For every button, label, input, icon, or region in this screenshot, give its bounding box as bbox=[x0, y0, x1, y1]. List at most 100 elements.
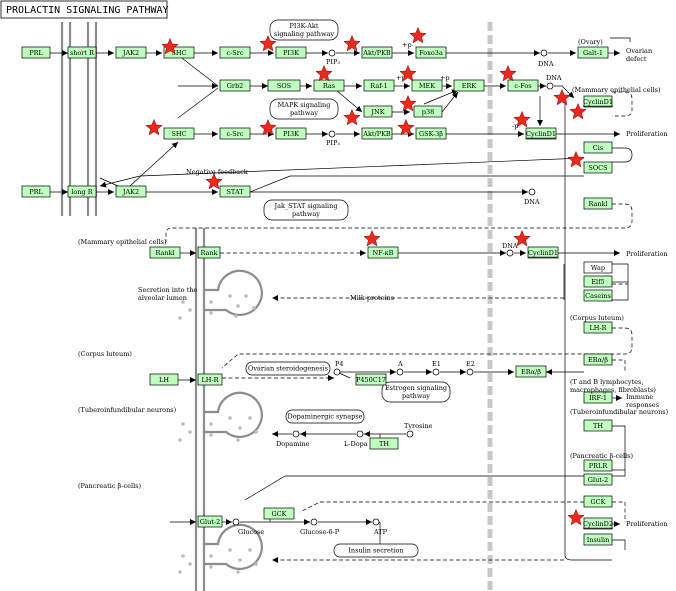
gene-prlr[interactable]: PRLR bbox=[583, 459, 613, 472]
gene-ras[interactable]: Ras bbox=[313, 79, 345, 92]
gene-csrc2[interactable]: c-Src bbox=[219, 127, 251, 140]
gene-label: Foxo3a bbox=[419, 49, 443, 57]
label-tyrosine: Tyrosine bbox=[404, 422, 433, 430]
gene-lhr[interactable]: LH-R bbox=[197, 373, 223, 386]
gene-label: MEK bbox=[419, 82, 435, 90]
gene-elf5[interactable]: Elf5 bbox=[583, 275, 613, 288]
gene-insulin[interactable]: Insulin bbox=[583, 533, 613, 546]
label-proliferation: Proliferation bbox=[626, 130, 668, 138]
gene-lh[interactable]: LH bbox=[149, 373, 179, 386]
gene-label: STAT bbox=[226, 188, 244, 196]
red-star-icon bbox=[399, 94, 417, 112]
gene-pi3k2[interactable]: PI3K bbox=[275, 127, 307, 140]
gene-csrc1[interactable]: c-Src bbox=[219, 46, 251, 59]
pathway-link-mapk[interactable]: MAPK signaling pathway bbox=[269, 98, 339, 120]
gene-wap[interactable]: Wap bbox=[583, 261, 613, 274]
cell-membranes bbox=[60, 22, 206, 591]
gene-label: c-Fos bbox=[514, 82, 531, 90]
gene-irf1[interactable]: IRF-1 bbox=[583, 391, 613, 404]
gene-cis[interactable]: Cis bbox=[583, 141, 613, 154]
pathway-link-jak-stat[interactable]: Jak_STAT signaling pathway bbox=[263, 199, 349, 221]
gene-th[interactable]: TH bbox=[369, 437, 399, 450]
gene-sos[interactable]: SOS bbox=[267, 79, 301, 92]
gene-gck-r[interactable]: GCK bbox=[583, 495, 613, 508]
gene-era[interactable]: ERα/β bbox=[515, 365, 547, 378]
gene-akt1[interactable]: Akt/PKB bbox=[361, 46, 393, 59]
gene-label: long R bbox=[71, 188, 93, 196]
pathway-link-estrogen[interactable]: Estrogen signaling pathway bbox=[381, 381, 451, 403]
red-star-icon bbox=[513, 229, 531, 247]
gene-cyclind2[interactable]: CyclinD2 bbox=[583, 517, 613, 530]
label-mammary-cells: (Mammary epithelial cells) bbox=[572, 86, 661, 94]
label-dopamine: Dopamine bbox=[276, 440, 310, 448]
gene-rankl[interactable]: Rankl bbox=[149, 246, 181, 259]
gene-label: Akt/PKB bbox=[362, 130, 391, 138]
gene-caseins[interactable]: Caseins bbox=[583, 289, 613, 302]
gene-label: CyclinD1 bbox=[526, 130, 556, 138]
gene-long-r[interactable]: long R bbox=[67, 185, 97, 198]
gene-lhr-r[interactable]: LH-R bbox=[583, 321, 613, 334]
gene-shc1[interactable]: SHC bbox=[163, 46, 195, 59]
gene-label: CyclinD1 bbox=[583, 98, 613, 106]
label-dephosphorylation: -p bbox=[512, 122, 518, 130]
highlight-stars bbox=[145, 26, 587, 526]
diagram-title-text: PROLACTIN SIGNALING PATHWAY bbox=[6, 5, 169, 16]
gene-jnk[interactable]: JNK bbox=[363, 105, 393, 118]
pathway-links: PI3K-Akt signaling pathway MAPK signalin… bbox=[245, 19, 451, 558]
right-side-brackets bbox=[165, 37, 633, 561]
gene-akt2[interactable]: Akt/PKB bbox=[361, 127, 393, 140]
gene-galt1[interactable]: Galt-1 bbox=[577, 46, 609, 59]
pathway-link-dopaminergic[interactable]: Dopaminergic synapse bbox=[285, 409, 365, 424]
gene-jak2-2[interactable]: JAK2 bbox=[115, 185, 147, 198]
gene-cyclind1-b[interactable]: CyclinD1 bbox=[525, 127, 557, 140]
label-negative-feedback: Negative feedback bbox=[186, 168, 248, 176]
gene-cyclind1-a[interactable]: CyclinD1 bbox=[583, 95, 613, 108]
pathway-link-insulin-secretion[interactable]: Insulin secretion bbox=[333, 543, 419, 558]
red-star-icon bbox=[553, 88, 571, 106]
gene-cyclind1-c[interactable]: CyclinD1 bbox=[527, 246, 559, 259]
gene-grb2[interactable]: Grb2 bbox=[219, 79, 251, 92]
gene-p450c17[interactable]: P450C17 bbox=[355, 373, 387, 386]
gene-foxo3a[interactable]: Foxo3a bbox=[415, 46, 447, 59]
gene-rankl-r[interactable]: Rankl bbox=[583, 197, 613, 210]
gene-glut2-r[interactable]: Glut-2 bbox=[583, 473, 613, 486]
gene-label: SOCS bbox=[588, 164, 607, 172]
gene-gck[interactable]: GCK bbox=[263, 507, 295, 520]
gene-prl1[interactable]: PRL bbox=[21, 46, 51, 59]
gene-label: PI3K bbox=[283, 130, 299, 138]
gene-nfkb[interactable]: NF-κB bbox=[367, 246, 399, 259]
gene-short-r[interactable]: short R bbox=[67, 46, 97, 59]
gene-label: SHC bbox=[171, 130, 186, 138]
svg-text:Insulin secretion: Insulin secretion bbox=[348, 547, 403, 555]
gene-prl2[interactable]: PRL bbox=[21, 185, 51, 198]
gene-shc2[interactable]: SHC bbox=[163, 127, 195, 140]
label-e2: E2 bbox=[466, 360, 475, 368]
gene-label: Akt/PKB bbox=[362, 49, 391, 57]
gene-stat[interactable]: STAT bbox=[219, 185, 251, 198]
gene-label: Insulin bbox=[587, 536, 610, 544]
gene-socs[interactable]: SOCS bbox=[583, 161, 613, 174]
red-star-icon bbox=[567, 508, 585, 526]
gene-jak2-1[interactable]: JAK2 bbox=[115, 46, 147, 59]
label-dna: DNA bbox=[538, 60, 554, 68]
label-a: A bbox=[397, 360, 403, 368]
gene-label: Grb2 bbox=[227, 82, 244, 90]
label-tb-cells: (T and B lymphocytes, bbox=[570, 378, 643, 386]
gene-erk[interactable]: ERK bbox=[453, 79, 485, 92]
gene-mek[interactable]: MEK bbox=[411, 79, 443, 92]
gene-glut2[interactable]: Glut-2 bbox=[197, 515, 223, 528]
pathway-link-ovarian-steroidogenesis[interactable]: Ovarian steroidogenesis bbox=[245, 361, 331, 376]
label-dna: DNA bbox=[524, 198, 540, 206]
label-l-dopa: L-Dopa bbox=[344, 440, 368, 448]
gene-p38[interactable]: p38 bbox=[413, 105, 443, 118]
gene-rank[interactable]: Rank bbox=[197, 246, 221, 259]
gene-pi3k1[interactable]: PI3K bbox=[275, 46, 307, 59]
gene-th-r[interactable]: TH bbox=[583, 419, 613, 432]
gene-gsk3b[interactable]: GSK-3β bbox=[415, 127, 447, 140]
gene-era-r[interactable]: ERα/β bbox=[583, 353, 613, 366]
gene-label: Caseins bbox=[585, 292, 611, 300]
gene-cfos[interactable]: c-Fos bbox=[507, 79, 539, 92]
gene-raf1[interactable]: Raf-1 bbox=[363, 79, 395, 92]
pathway-link-pi3k-akt[interactable]: PI3K-Akt signaling pathway bbox=[269, 19, 339, 41]
